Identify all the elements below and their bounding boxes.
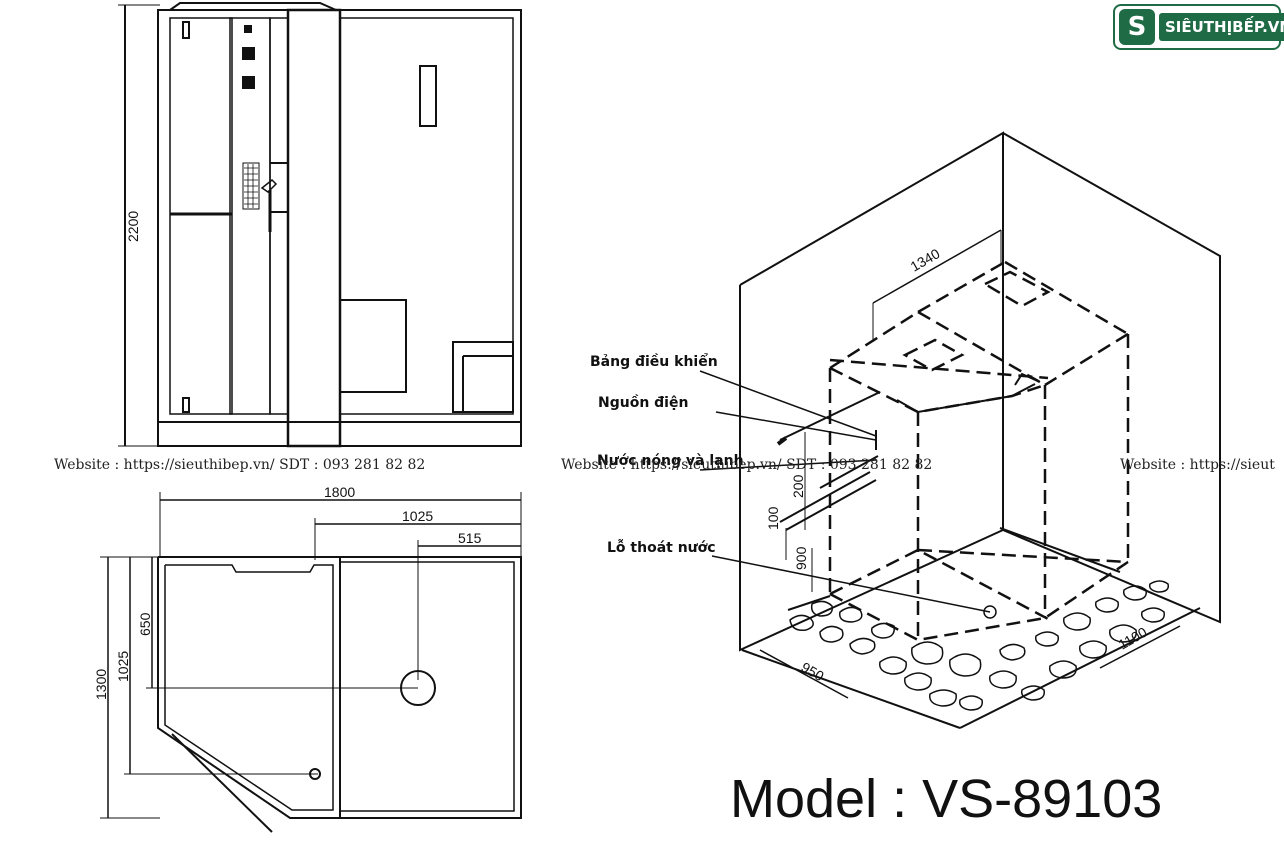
dim-650: 650 [137, 612, 153, 636]
watermark-3: Website : https://sieut [1120, 457, 1275, 473]
dim-515: 515 [458, 530, 482, 546]
watermark-2: Website : https://sieuthibep.vn/ SDT : 0… [561, 457, 933, 473]
dim-height-2200: 2200 [125, 211, 141, 242]
dim-1100: 1100 [1116, 624, 1150, 653]
dim-1025-side: 1025 [115, 651, 131, 682]
brand-logo[interactable]: S SIÊUTHỊBẾP.VN [1113, 4, 1284, 50]
label-control-panel: Bảng điều khiển [590, 353, 718, 370]
plan-view [100, 492, 522, 833]
watermark-1: Website : https://sieuthibep.vn/ SDT : 0… [54, 457, 426, 473]
model-title: Model : VS-89103 [730, 769, 1163, 829]
dim-1340: 1340 [908, 245, 943, 275]
logo-s-icon: S [1119, 9, 1155, 45]
isometric-view [699, 131, 1221, 729]
dim-900: 900 [793, 546, 809, 570]
front-elevation [118, 2, 522, 448]
label-drain: Lỗ thoát nước [607, 539, 716, 556]
logo-text: SIÊUTHỊBẾP.VN [1159, 13, 1284, 41]
dim-1300: 1300 [93, 669, 109, 700]
dim-200: 200 [790, 474, 806, 498]
dim-1025-top: 1025 [402, 508, 433, 524]
dim-950: 950 [799, 659, 827, 685]
label-power: Nguồn điện [598, 394, 688, 411]
label-hot-cold-water: Nước nóng và lạnh [597, 453, 744, 469]
dim-100: 100 [765, 506, 781, 530]
dim-width-1800: 1800 [324, 484, 355, 500]
